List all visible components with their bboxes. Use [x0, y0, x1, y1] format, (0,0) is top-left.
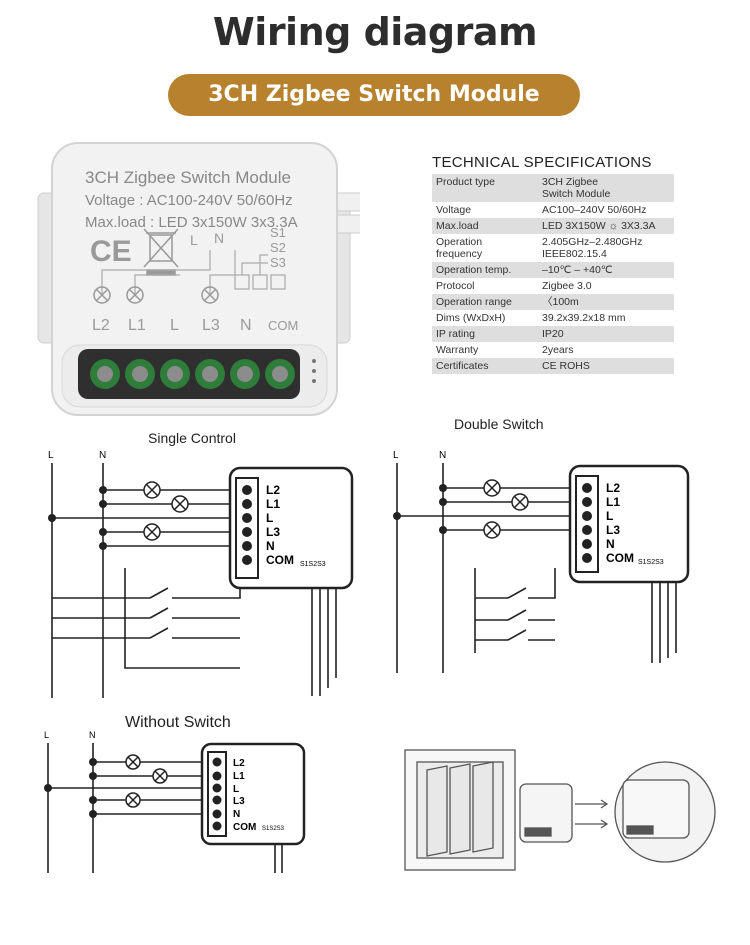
module-s2: S2 — [270, 240, 286, 255]
without-switch-caption: Without Switch — [125, 714, 231, 731]
module-name: 3CH Zigbee Switch Module — [85, 168, 291, 187]
spec-value: Zigbee 3.0 — [542, 280, 592, 292]
spec-key: Product type — [432, 174, 538, 202]
terminal-l1: L1 — [606, 495, 620, 509]
module-voltage: Voltage : AC100-240V 50/60Hz — [85, 192, 293, 209]
neutral-label: N — [89, 730, 96, 740]
spec-value: CE ROHS — [538, 358, 674, 374]
module-top-n: N — [214, 230, 224, 246]
terminal-l3: L3 — [233, 796, 245, 807]
spec-key: Protocol — [436, 280, 475, 292]
installation-illustration — [404, 749, 716, 871]
terminal-screws — [90, 359, 295, 389]
neutral-label: N — [439, 450, 446, 461]
double-switch-caption: Double Switch — [454, 416, 544, 432]
product-name-banner: 3CH Zigbee Switch Module — [168, 74, 580, 116]
module-illustration: 3CH Zigbee Switch Module Voltage : AC100… — [37, 142, 360, 416]
spec-key: Max.load — [432, 218, 538, 234]
terminal-l2: L2 — [606, 481, 620, 495]
terminal-l2: L2 — [233, 758, 245, 769]
terminal-l: L — [606, 509, 613, 523]
single-control-caption: Single Control — [148, 430, 236, 446]
spec-row: Operation range〈100m — [432, 294, 674, 310]
spec-value: 2years — [542, 344, 574, 356]
spec-row: Warranty 2years — [432, 342, 674, 358]
module-top-l: L — [190, 232, 198, 248]
spec-key: Voltage — [436, 204, 472, 216]
terminal-l: L — [233, 784, 239, 795]
spec-key: Operation temp. — [432, 262, 538, 278]
spec-key: Warranty — [436, 344, 479, 356]
chip-mark: S1S2S3 — [638, 559, 664, 566]
chip-mark: S1S2S3 — [262, 826, 285, 832]
module-terminal-com: COM — [268, 318, 298, 333]
module-s1: S1 — [270, 225, 286, 240]
line-label: L — [48, 450, 54, 461]
spec-value: –10℃ – +40℃ — [538, 262, 674, 278]
line-label: L — [44, 730, 49, 740]
line-label: L — [393, 450, 399, 461]
terminal-n: N — [606, 537, 615, 551]
spec-key: Certificates — [432, 358, 538, 374]
page-title: Wiring diagram — [212, 10, 538, 54]
terminal-l1: L1 — [266, 497, 280, 511]
terminal-l1: L1 — [233, 771, 245, 782]
specs-title: TECHNICAL SPECIFICATIONS — [432, 154, 652, 171]
terminal-l3: L3 — [266, 525, 280, 539]
spec-value: IP20 — [538, 326, 674, 342]
module-s3: S3 — [270, 255, 286, 270]
spec-value: AC100–240V 50/60Hz — [542, 204, 647, 216]
spec-value: 2.405GHz–2.480GHz IEEE802.15.4 — [542, 236, 643, 260]
module-max-load: Max.load : LED 3x150W 3x3.3A — [85, 214, 298, 231]
terminal-com: COM — [233, 822, 256, 833]
terminal-n: N — [233, 809, 240, 820]
module-terminal-l3: L3 — [202, 317, 220, 334]
double-switch-diagram: L N L2 L1 L L3 N COM S1S2S3 — [393, 450, 690, 673]
lamp-icons — [93, 286, 219, 304]
spec-key: Operation frequency — [436, 236, 483, 260]
module-terminal-l: L — [170, 317, 179, 334]
terminal-l2: L2 — [266, 483, 280, 497]
spec-row: Voltage AC100–240V 50/60Hz — [432, 202, 674, 218]
terminal-com: COM — [606, 551, 634, 565]
module-terminal-l2: L2 — [92, 317, 110, 334]
module-terminal-l1: L1 — [128, 317, 146, 334]
ce-mark: CE — [90, 235, 132, 268]
spec-row: Dims (WxDxH) 39.2x39.2x18 mm — [432, 310, 674, 326]
lamp-icons — [483, 479, 529, 539]
spec-value: 39.2x39.2x18 mm — [542, 312, 626, 324]
chip-mark: S1S2S3 — [300, 561, 326, 568]
spec-value: 〈100m — [538, 294, 674, 310]
single-control-diagram: L N L2 L1 L L3 N COM S1S2S3 — [48, 450, 354, 698]
terminal-n: N — [266, 539, 275, 553]
terminal-l: L — [266, 511, 273, 525]
lamp-icons — [143, 481, 189, 541]
spec-row: Operation frequency 2.405GHz–2.480GHz IEE… — [432, 234, 674, 262]
spec-key: Dims (WxDxH) — [436, 312, 506, 324]
terminal-l3: L3 — [606, 523, 620, 537]
neutral-label: N — [99, 450, 106, 461]
spec-key: Operation range — [432, 294, 538, 310]
module-terminal-n: N — [240, 317, 252, 334]
spec-row: Operation temp.–10℃ – +40℃ — [432, 262, 674, 278]
spec-row: Protocol Zigbee 3.0 — [432, 278, 674, 294]
spec-value: LED 3X150W ☼ 3X3.3A — [538, 218, 674, 234]
spec-key: IP rating — [432, 326, 538, 342]
spec-value: 3CH Zigbee Switch Module — [538, 174, 674, 202]
without-switch-diagram: L N L2 L1 L L3 N COM S1S2S3 — [44, 730, 306, 873]
terminal-com: COM — [266, 553, 294, 567]
lamp-icons — [125, 754, 168, 808]
